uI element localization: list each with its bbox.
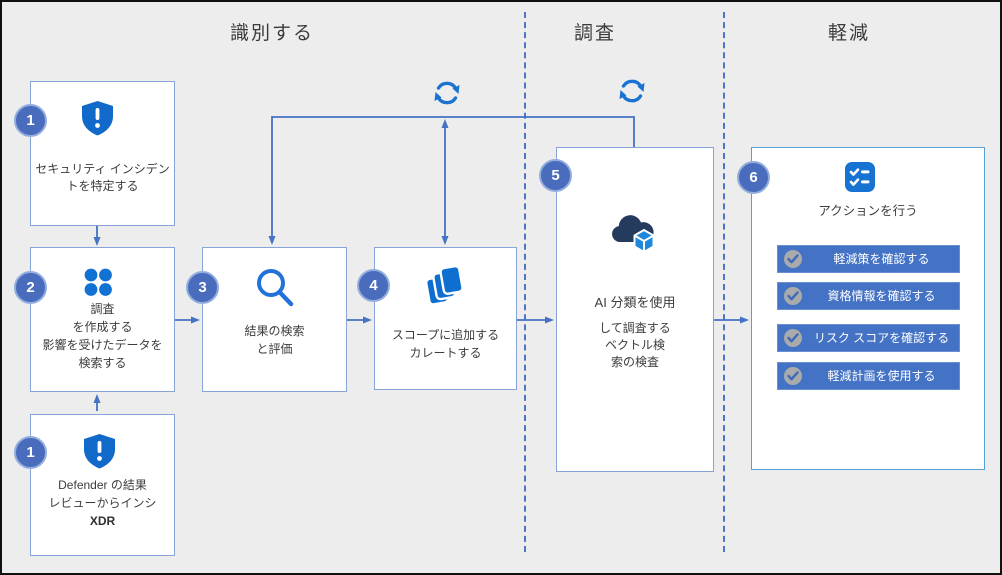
cloud-resource-icon: [612, 215, 655, 253]
step-text-ai-classification: AI 分類を使用 して調査する ベクトル検 索の検査: [594, 295, 676, 369]
action-button-check-credentials[interactable]: 資格情報を確認する: [777, 282, 960, 310]
step-text-identify-incident: セキュリティ インシデン トを特定する: [35, 162, 170, 193]
step-text-add-scope: スコープに追加する カレートする: [391, 328, 500, 360]
step-badge-3: 3: [186, 271, 219, 304]
action-button-label: リスク スコアを確認する: [813, 331, 950, 345]
shield-alert-icon: [84, 434, 115, 469]
action-button-label: 軽減計画を使用する: [827, 369, 936, 383]
sync-loop-icon: [619, 79, 645, 103]
step-text-create-investigation: 調査 を作成する 影響を受けたデータを 検索する: [42, 302, 163, 370]
check-circle-icon: [784, 329, 802, 347]
step-box-ai-classification: [556, 147, 714, 472]
task-checklist-icon: [845, 162, 875, 192]
phase-title-identify: 識別する: [229, 23, 314, 44]
sync-loop-icon: [434, 81, 460, 105]
check-circle-icon: [784, 367, 802, 385]
check-circle-icon: [784, 287, 802, 305]
step-text-take-action: アクションを行う: [818, 204, 918, 218]
people-group-icon: [84, 268, 112, 296]
step-text-search-results: 結果の検索 と評価: [244, 324, 305, 356]
magnifier-icon: [257, 269, 294, 307]
action-button-check-risk-score[interactable]: リスク スコアを確認する: [777, 324, 960, 352]
phase-title-investigate: 調査: [573, 23, 616, 44]
step-badge-5: 5: [539, 159, 572, 192]
action-button-label: 軽減策を確認する: [833, 252, 930, 266]
step-badge-1: 1: [14, 104, 47, 137]
shield-alert-icon: [82, 101, 113, 136]
step-badge-4: 4: [357, 269, 390, 302]
action-button-review-mitigations[interactable]: 軽減策を確認する: [777, 245, 960, 273]
action-button-use-mitigation-plan[interactable]: 軽減計画を使用する: [777, 362, 960, 390]
step-badge-6: 6: [737, 161, 770, 194]
phase-divider-2: [723, 12, 725, 552]
phase-divider-1: [524, 12, 526, 552]
action-button-label: 資格情報を確認する: [827, 289, 936, 303]
step-box-search-results: [202, 247, 347, 392]
step-badge-2: 2: [14, 271, 47, 304]
check-circle-icon: [784, 250, 802, 268]
collection-layers-icon: [424, 264, 464, 306]
step-text-defender-xdr: Defender の結果 レビューからインシ XDR: [48, 478, 157, 528]
phase-title-mitigate: 軽減: [827, 23, 870, 44]
step-badge-1b: 1: [14, 436, 47, 469]
